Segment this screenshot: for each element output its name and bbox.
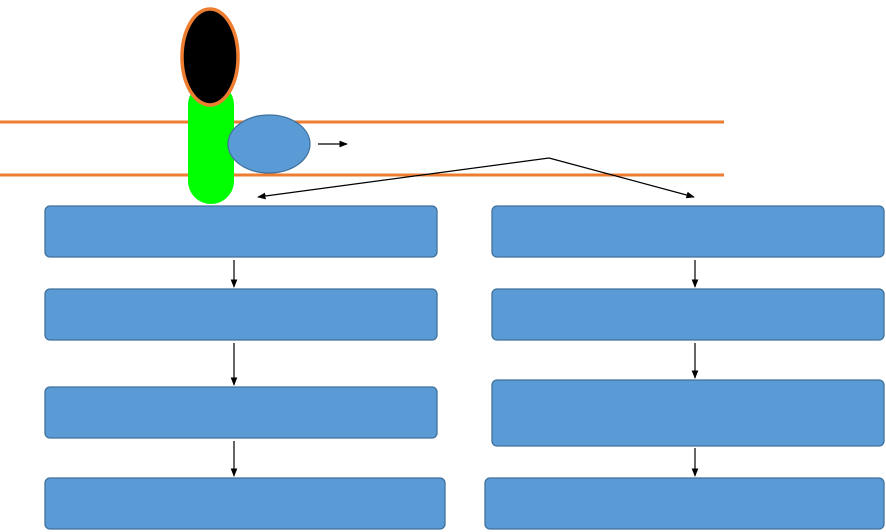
- left-pathway-box-2: [44, 288, 438, 341]
- branch-arrow-left: [257, 157, 550, 200]
- branch-arrow-right: [548, 157, 695, 199]
- left-pathway-box-1: [44, 205, 438, 258]
- effector-protein: [227, 114, 311, 174]
- right-pathway-box-2: [491, 288, 885, 341]
- right-pathway-box-3: [491, 379, 885, 447]
- left-pathway-box-3: [44, 386, 438, 439]
- right-pathway-box-1: [491, 205, 885, 258]
- right-pathway-box-4: [484, 477, 885, 530]
- ligand: [180, 7, 240, 107]
- receptor: [188, 82, 234, 204]
- left-pathway-box-4: [44, 477, 446, 530]
